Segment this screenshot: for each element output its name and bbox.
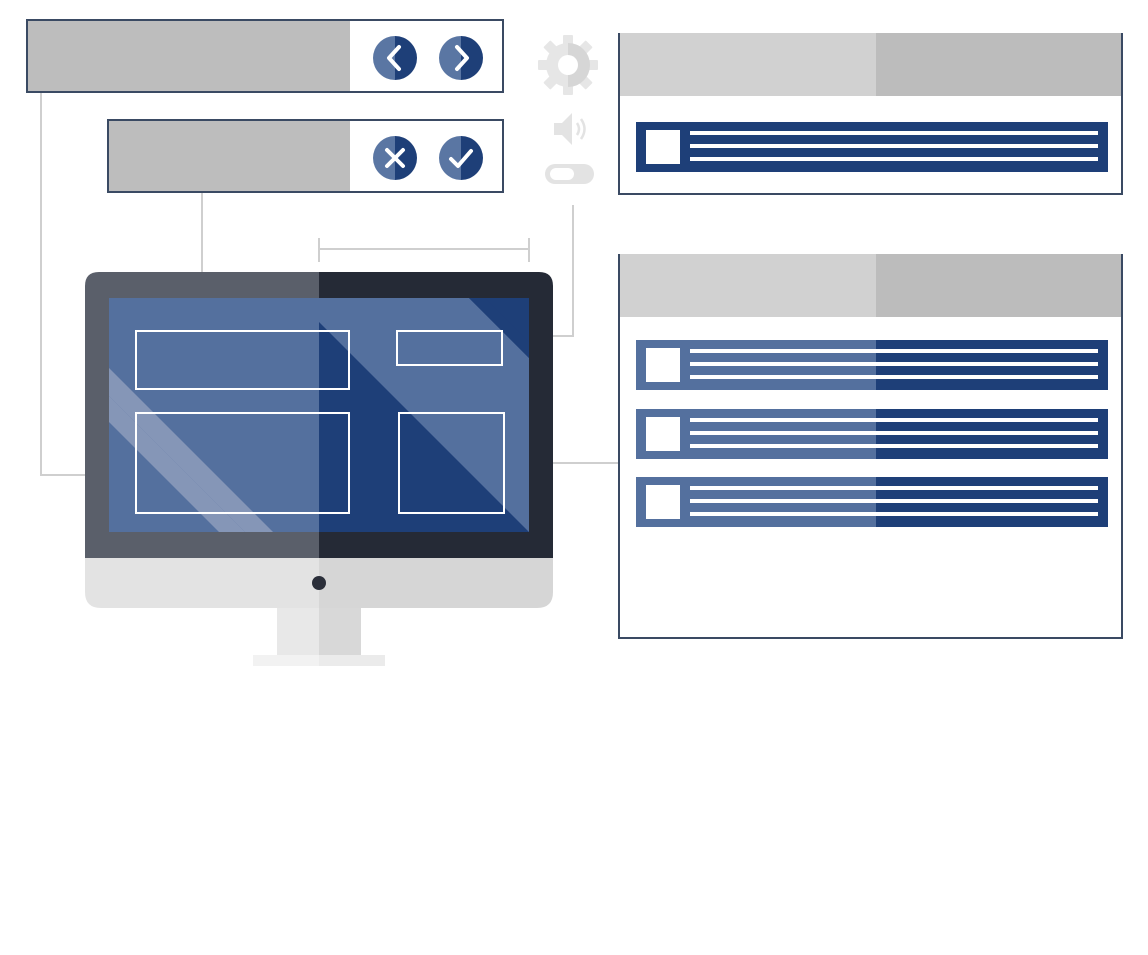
monitor xyxy=(85,272,553,666)
monitor-illustration xyxy=(85,272,553,666)
list-item[interactable] xyxy=(636,409,1108,459)
close-icon xyxy=(385,148,405,168)
toggle-switch[interactable] xyxy=(545,164,594,184)
toolbar-label-area xyxy=(109,121,350,191)
cancel-button[interactable] xyxy=(373,136,417,180)
chevron-right-icon xyxy=(455,45,469,71)
top-panel xyxy=(618,33,1123,195)
connector-line xyxy=(201,192,203,330)
list-item[interactable] xyxy=(636,477,1108,527)
previous-button[interactable] xyxy=(373,36,417,80)
panel-header xyxy=(620,33,1121,96)
chevron-left-icon xyxy=(387,45,401,71)
next-button[interactable] xyxy=(439,36,483,80)
bottom-panel xyxy=(618,254,1123,639)
connector-line xyxy=(40,92,42,475)
speaker-icon[interactable] xyxy=(552,110,592,148)
checkbox[interactable] xyxy=(646,348,680,382)
connector-line xyxy=(506,462,620,464)
list-item[interactable] xyxy=(636,122,1108,172)
panel-header xyxy=(620,254,1121,317)
dimension-bracket xyxy=(318,248,530,250)
checkbox[interactable] xyxy=(646,130,680,164)
gear-icon[interactable] xyxy=(536,33,600,97)
connector-line xyxy=(572,205,574,336)
list-item[interactable] xyxy=(636,340,1108,390)
toolbar-label-area xyxy=(28,21,350,91)
checkbox[interactable] xyxy=(646,485,680,519)
confirm-button[interactable] xyxy=(439,136,483,180)
checkbox[interactable] xyxy=(646,417,680,451)
navigation-toolbar xyxy=(26,19,504,93)
toggle-knob xyxy=(550,168,574,180)
check-icon xyxy=(449,149,473,168)
confirm-toolbar xyxy=(107,119,504,193)
